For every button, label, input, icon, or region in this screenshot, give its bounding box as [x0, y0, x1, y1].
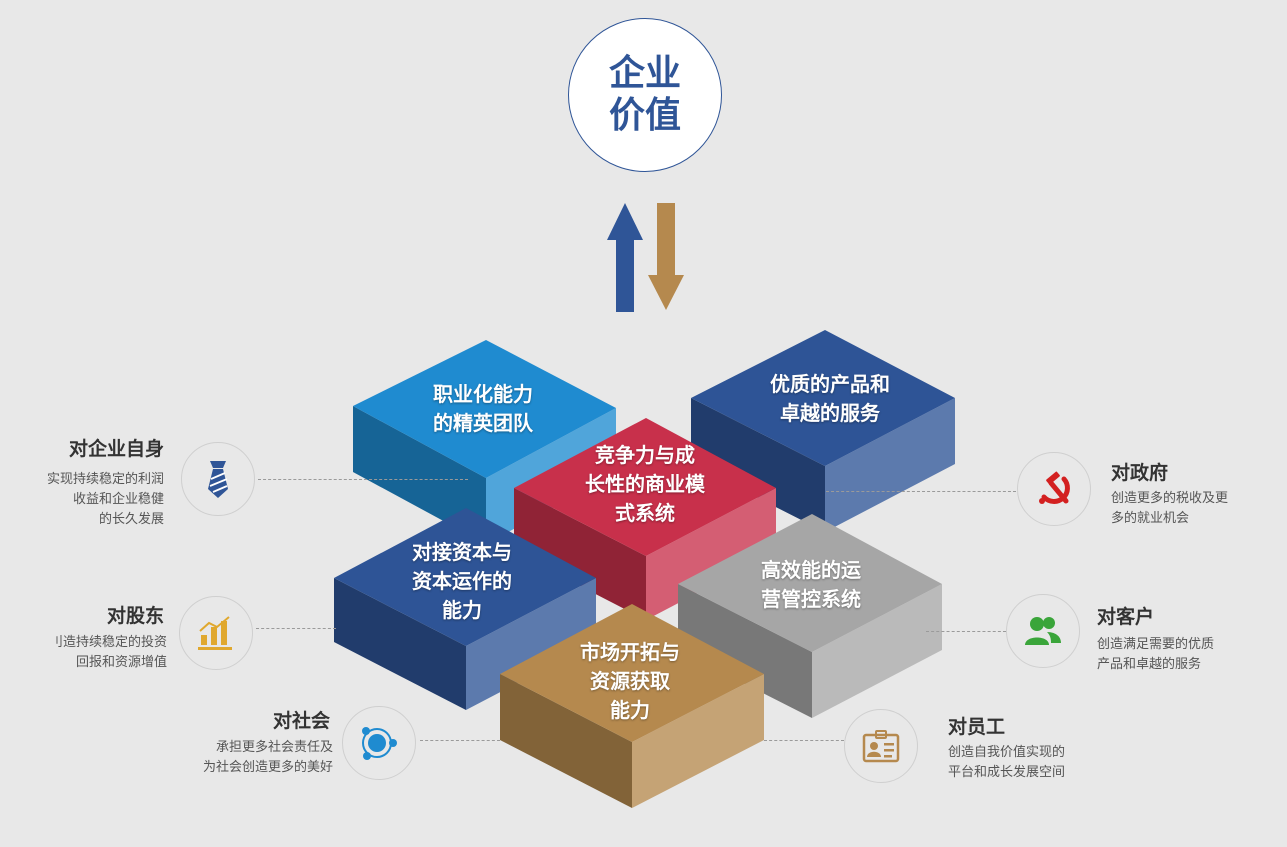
hammer-sickle-icon	[1039, 471, 1070, 504]
cube-market-top-face	[500, 604, 764, 742]
cube-label-capital: 对接资本与 资本运作的 能力	[412, 540, 512, 622]
cube-product-left-face	[691, 398, 825, 532]
users-icon	[1025, 617, 1061, 645]
stakeholder-self-title: 对企业自身	[68, 438, 164, 460]
stakeholder-self-desc: 实现持续稳定的利润 收益和企业稳健 的长久发展	[46, 472, 164, 527]
cube-label-operation: 高效能的运 营管控系统	[761, 558, 861, 611]
connector-customer	[926, 631, 1006, 632]
stakeholder-customer-desc: 创造满足需要的优质 产品和卓越的服务	[1097, 637, 1215, 672]
center-title-line1: 企业	[608, 53, 681, 94]
stakeholder-employee-desc: 创造自我价值实现的 平台和成长发展空间	[948, 745, 1066, 780]
cube-competitive-top-face	[514, 418, 776, 556]
stakeholder-shareholder-icon-circle	[179, 596, 253, 670]
connector-employee	[764, 740, 844, 741]
stakeholder-self-icon-circle	[181, 442, 255, 516]
cube-capital-top-face	[334, 508, 596, 646]
cube-operation-left-face	[678, 584, 812, 718]
cube-market-right-face	[632, 674, 764, 808]
cube-capital-right-face	[466, 578, 596, 710]
stakeholder-government-icon-circle	[1017, 452, 1091, 526]
down-arrow-icon	[648, 203, 684, 310]
exchange-arrows	[607, 203, 684, 312]
stakeholder-society-icon-circle	[342, 706, 416, 780]
tie-icon	[208, 461, 228, 498]
stakeholder-employee-title: 对员工	[948, 716, 1006, 738]
network-icon	[362, 727, 397, 760]
connector-government	[826, 491, 1016, 492]
stakeholder-shareholder-title: 对股东	[106, 605, 164, 627]
stakeholder-society-desc: 承担更多社会责任及 为社会创造更多的美好	[202, 740, 333, 775]
cube-label-product: 优质的产品和 卓越的服务	[770, 372, 890, 425]
connector-shareholder	[256, 628, 336, 629]
cube-market-left-face	[500, 674, 632, 808]
cube-team-top-face	[353, 340, 616, 478]
cube-operation-right-face	[812, 584, 942, 718]
stakeholder-customer-icon-circle	[1006, 594, 1080, 668]
stakeholder-shareholder-desc: 刂造持续稳定的投资 回报和资源增值	[49, 635, 167, 670]
cube-operation-top-face	[678, 514, 942, 652]
stakeholder-government-title: 对政府	[1111, 462, 1169, 484]
cube-team-left-face	[353, 406, 486, 544]
cube-competitive-left-face	[514, 488, 646, 620]
cube-label-competitive: 竞争力与成 长性的商业模 式系统	[585, 443, 705, 525]
stakeholder-customer-title: 对客户	[1097, 606, 1155, 628]
cube-label-market: 市场开拓与 资源获取 能力	[580, 640, 680, 722]
connector-self	[258, 479, 468, 480]
connector-society	[420, 740, 500, 741]
stakeholder-government-desc: 创造更多的税收及更 多的就业机会	[1111, 491, 1229, 526]
cube-capital-left-face	[334, 578, 466, 710]
cube-product-right-face	[825, 398, 955, 532]
cube-product-top-face	[691, 330, 955, 466]
stakeholder-society-title: 对社会	[272, 710, 330, 732]
center-title-line2: 价值	[608, 95, 681, 136]
bar-chart-icon	[198, 616, 232, 650]
up-arrow-icon	[607, 203, 643, 312]
enterprise-value-circle: 企业 价值	[568, 18, 722, 172]
cube-label-team: 职业化能力 的精英团队	[433, 382, 533, 435]
id-card-icon	[862, 730, 900, 763]
stakeholder-employee-icon-circle	[844, 709, 918, 783]
